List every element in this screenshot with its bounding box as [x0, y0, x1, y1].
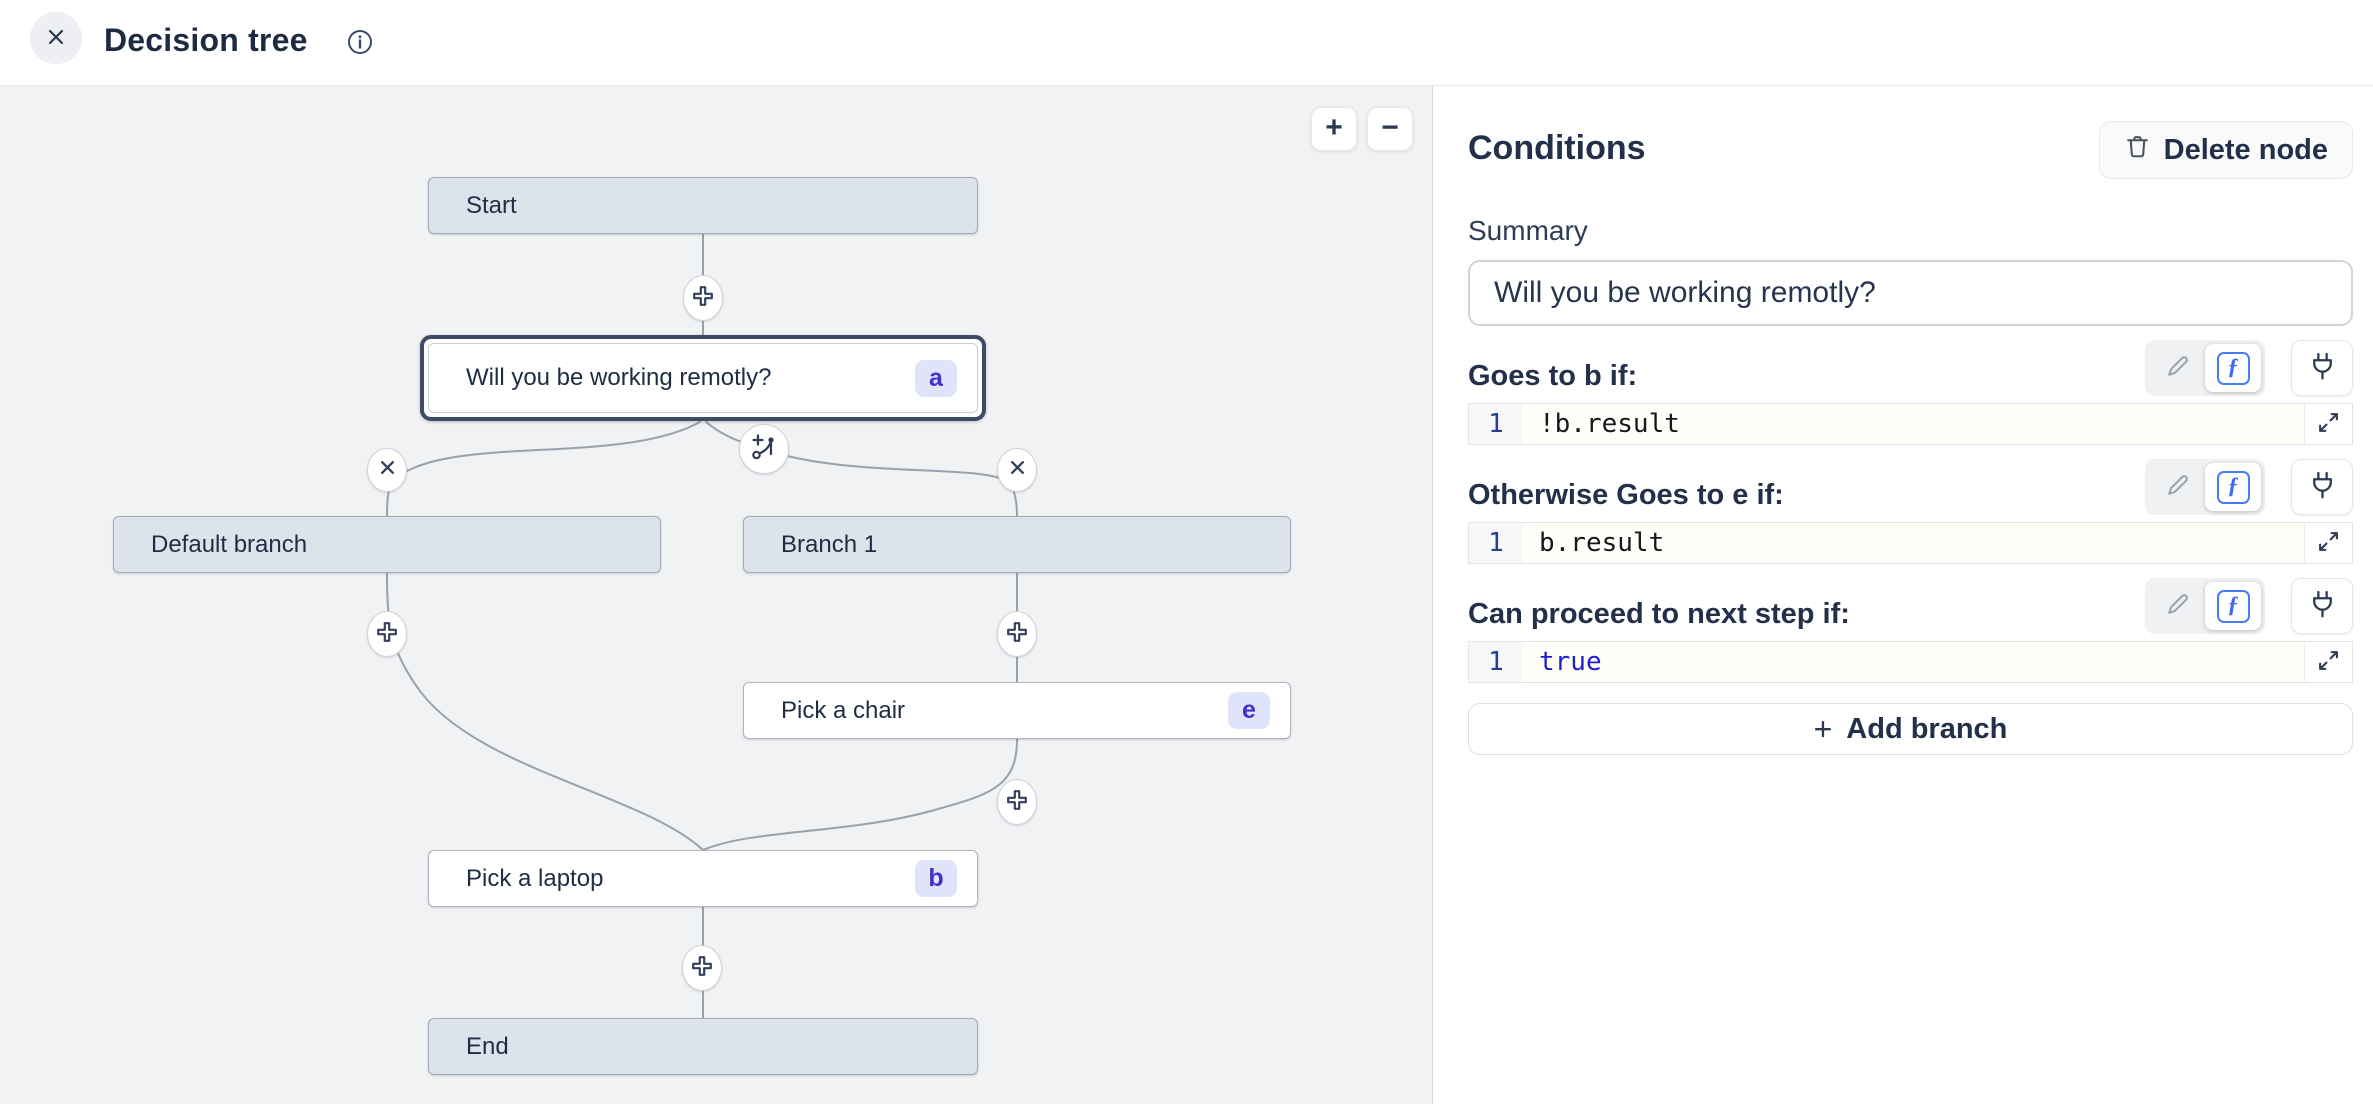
node-badge: e [1228, 692, 1270, 729]
formula-mode-button[interactable]: ƒ [2205, 344, 2261, 392]
delete-node-button[interactable]: Delete node [2098, 121, 2353, 179]
add-step-button[interactable] [682, 945, 722, 991]
connect-data-button[interactable] [2291, 459, 2353, 515]
connect-data-button[interactable] [2291, 578, 2353, 634]
info-icon[interactable] [346, 28, 374, 61]
edge-default-laptop [386, 572, 704, 851]
expand-editor-button[interactable] [2304, 404, 2352, 444]
editor-mode-toggle: ƒ [2145, 459, 2265, 515]
editor-mode-toggle: ƒ [2145, 578, 2265, 634]
plus-icon: + [1813, 710, 1833, 747]
flow-canvas[interactable]: + − Start Will you be working remotly? a… [0, 86, 1433, 1104]
plug-icon [2309, 471, 2336, 503]
node-badge: a [915, 359, 957, 397]
add-branch-node-button[interactable] [739, 424, 789, 474]
expand-editor-button[interactable] [2304, 523, 2352, 563]
condition-block: Otherwise Goes to e if: ƒ 1 b.result [1468, 459, 2353, 564]
node-badge: b [915, 860, 957, 897]
node-pick-laptop[interactable]: Pick a laptop b [428, 850, 978, 907]
node-label: Pick a laptop [466, 864, 604, 892]
branch-plus-icon [749, 432, 779, 467]
fx-icon: ƒ [2216, 351, 2250, 385]
code-editor[interactable]: 1 b.result [1468, 522, 2353, 564]
close-button[interactable] [30, 12, 82, 64]
node-label: Start [466, 191, 517, 219]
expand-icon [2317, 530, 2340, 556]
node-start[interactable]: Start [428, 177, 978, 234]
connect-data-button[interactable] [2291, 340, 2353, 396]
x-icon [379, 459, 396, 481]
node-label: Branch 1 [781, 530, 878, 558]
fx-icon: ƒ [2216, 589, 2250, 623]
add-step-button[interactable] [997, 779, 1037, 825]
summary-input[interactable] [1468, 260, 2353, 326]
code-editor[interactable]: 1 true [1468, 641, 2353, 683]
x-icon [1009, 459, 1026, 481]
expand-icon [2317, 411, 2340, 437]
pencil-icon [2164, 472, 2191, 502]
editor-mode-toggle: ƒ [2145, 340, 2265, 396]
condition-block: Goes to b if: ƒ 1 !b.result [1468, 340, 2353, 445]
node-branch-1[interactable]: Branch 1 [743, 516, 1291, 573]
plus-icon [691, 955, 713, 982]
node-end[interactable]: End [428, 1018, 978, 1075]
plain-text-mode-button[interactable] [2149, 582, 2205, 630]
node-label: Default branch [151, 530, 308, 558]
condition-label: Goes to b if: [1468, 360, 1638, 392]
formula-mode-button[interactable]: ƒ [2205, 582, 2261, 630]
edge-question-default [386, 421, 701, 517]
node-label: End [466, 1032, 509, 1060]
code-content[interactable]: !b.result [1539, 409, 1680, 439]
delete-node-label: Delete node [2163, 133, 2328, 166]
code-editor[interactable]: 1 !b.result [1468, 403, 2353, 445]
condition-label: Can proceed to next step if: [1468, 598, 1850, 630]
code-content[interactable]: b.result [1539, 528, 1665, 558]
node-pick-chair[interactable]: Pick a chair e [743, 682, 1291, 739]
pencil-icon [2164, 353, 2191, 383]
node-default-branch[interactable]: Default branch [113, 516, 661, 573]
add-step-button[interactable] [367, 611, 407, 657]
plain-text-mode-button[interactable] [2149, 344, 2205, 392]
formula-mode-button[interactable]: ƒ [2205, 463, 2261, 511]
plug-icon [2309, 590, 2336, 622]
add-branch-button[interactable]: + Add branch [1468, 703, 2353, 755]
plus-icon [692, 285, 714, 312]
close-icon [45, 26, 67, 51]
zoom-out-button[interactable]: − [1367, 107, 1413, 151]
add-step-button[interactable] [683, 275, 723, 321]
zoom-in-button[interactable]: + [1311, 107, 1357, 151]
panel-title: Conditions [1468, 129, 1646, 167]
plus-icon [376, 621, 398, 648]
line-number: 1 [1469, 642, 1523, 682]
condition-label: Otherwise Goes to e if: [1468, 479, 1784, 511]
node-question-selected[interactable]: Will you be working remotly? a [420, 335, 986, 421]
line-number: 1 [1469, 404, 1523, 444]
trash-icon [2124, 133, 2151, 168]
pencil-icon [2164, 591, 2191, 621]
line-number: 1 [1469, 523, 1523, 563]
page-title: Decision tree [104, 22, 308, 58]
add-branch-label: Add branch [1846, 712, 2008, 745]
header: Decision tree [0, 0, 2373, 86]
expand-editor-button[interactable] [2304, 642, 2352, 682]
plus-icon [1006, 621, 1028, 648]
summary-label: Summary [1468, 215, 1588, 246]
fx-icon: ƒ [2216, 470, 2250, 504]
delete-branch-button[interactable] [997, 448, 1037, 492]
delete-branch-button[interactable] [367, 448, 407, 492]
conditions-panel: Conditions Delete node Summary Goes to b… [1434, 86, 2373, 1104]
node-label: Will you be working remotly? [466, 364, 772, 391]
add-step-button[interactable] [997, 611, 1037, 657]
plain-text-mode-button[interactable] [2149, 463, 2205, 511]
edge-chair-laptop [702, 738, 1018, 851]
node-label: Pick a chair [781, 696, 906, 724]
code-content[interactable]: true [1539, 647, 1602, 677]
condition-block: Can proceed to next step if: ƒ 1 true [1468, 578, 2353, 683]
plug-icon [2309, 352, 2336, 384]
expand-icon [2317, 649, 2340, 675]
plus-icon [1006, 789, 1028, 816]
